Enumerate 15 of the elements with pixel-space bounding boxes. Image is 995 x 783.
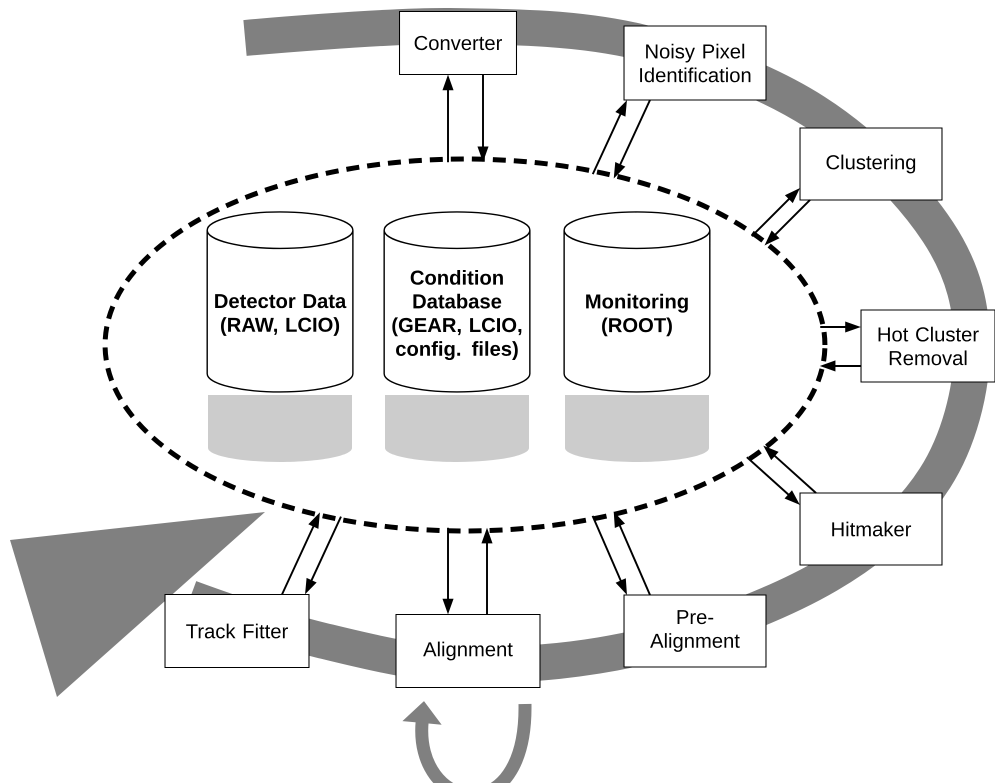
dashed-ellipse bbox=[102, 156, 828, 534]
process-box: Hitmaker bbox=[800, 492, 943, 566]
database-cylinder: Monitoring (ROOT) bbox=[563, 211, 711, 462]
node-label: Condition Database (GEAR, LCIO, config. files) bbox=[392, 270, 522, 360]
process-box: Pre-Alignment bbox=[624, 594, 767, 668]
node-label: Monitoring (ROOT) bbox=[586, 294, 688, 336]
process-box: Converter bbox=[398, 10, 518, 76]
node-label: Detector Data (RAW, LCIO) bbox=[215, 294, 346, 336]
process-box: Alignment bbox=[395, 614, 541, 688]
process-box: Noisy Pixel Identification bbox=[624, 25, 767, 101]
process-box: Hot Cluster Removal bbox=[860, 309, 995, 383]
process-box: Clustering bbox=[800, 127, 943, 201]
process-box: Track Fitter bbox=[164, 594, 310, 668]
database-cylinder: Condition Database (GEAR, LCIO, config. files) bbox=[383, 211, 531, 462]
database-cylinder: Detector Data (RAW, LCIO) bbox=[206, 211, 354, 462]
